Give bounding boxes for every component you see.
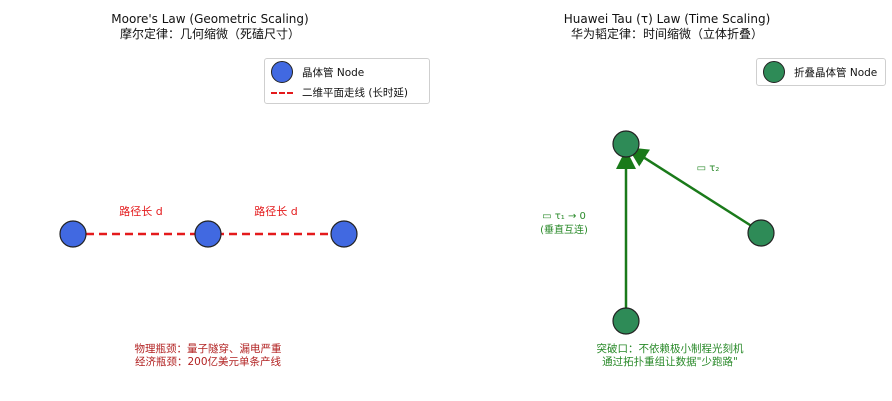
legend-label-folded-transistor: 折叠晶体管 Node [794,66,878,79]
green-node-marker [763,61,785,83]
legend-label-transistor: 晶体管 Node [302,66,365,79]
topology-text: 通过拓扑重组让数据"少跑路" [602,356,738,368]
moores-law-diagram: 路径长 d 路径长 d [59,205,358,248]
folded-node-right [747,219,775,247]
moores-law-title-en: Moore's Law (Geometric Scaling) [111,12,309,26]
red-dashed-line-marker [271,91,293,94]
moores-law-title: Moore's Law (Geometric Scaling) 摩尔定律：几何缩… [0,12,433,42]
tau-law-title-en: Huawei Tau (τ) Law (Time Scaling) [563,12,771,26]
legend-entry-planar-wire: 二维平面走线 (长时延) [271,85,408,100]
moores-law-bottleneck-note: 物理瓶颈：量子隧穿、漏电严重 经济瓶颈：200亿美元单条产线 [86,343,330,369]
tau-law-diagram: ▭ τ₂ ▭ τ₁ → 0 (垂直互连) [540,130,775,335]
legend-label-planar-wire: 二维平面走线 (长时延) [302,87,409,99]
physical-bottleneck-text: 物理瓶颈：量子隧穿、漏电严重 [134,343,282,355]
legend-entry-transistor: 晶体管 Node [271,61,364,83]
moores-law-title-zh: 摩尔定律：几何缩微（死磕尺寸） [119,27,300,41]
legend-entry-folded-transistor: 折叠晶体管 Node [763,61,877,83]
moores-law-legend: 晶体管 Node 二维平面走线 (长时延) [264,58,430,104]
tau-law-panel: Huawei Tau (τ) Law (Time Scaling) 华为韬定律：… [446,0,892,401]
folded-node-top [612,130,640,158]
transistor-node-3 [330,220,358,248]
path-length-label-1: 路径长 d [119,205,162,218]
vertical-interconnect-label: (垂直互连) [540,223,588,236]
tau2-edge-label: ▭ τ₂ [697,163,720,174]
path-length-label-2: 路径长 d [254,205,297,218]
tau-law-legend: 折叠晶体管 Node [756,58,886,86]
tau1-edge-label: ▭ τ₁ → 0 [542,211,586,222]
blue-node-marker [271,61,293,83]
transistor-node-1 [59,220,87,248]
tau-law-title: Huawei Tau (τ) Law (Time Scaling) 华为韬定律：… [444,12,890,42]
tau-law-breakthrough-note: 突破口：不依赖极小制程光刻机 通过拓扑重组让数据"少跑路" [570,343,770,369]
tau-law-title-zh: 华为韬定律：时间缩微（立体折叠） [570,27,763,41]
economic-bottleneck-text: 经济瓶颈：200亿美元单条产线 [134,356,282,368]
short-edge [627,147,762,234]
breakthrough-text: 突破口：不依赖极小制程光刻机 [596,343,744,355]
moores-law-panel: Moore's Law (Geometric Scaling) 摩尔定律：几何缩… [0,12,433,369]
folded-node-bottom [612,307,640,335]
transistor-node-2 [194,220,222,248]
